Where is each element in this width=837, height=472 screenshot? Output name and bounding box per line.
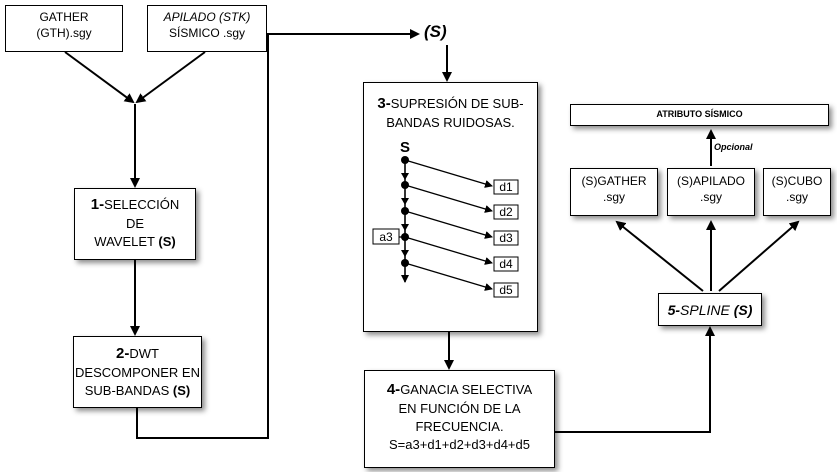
step1-box: 1-SELECCIÓN DE WAVELET (S) — [74, 188, 196, 260]
step1-line1: SELECCIÓN — [104, 197, 180, 212]
detail-box-d2: d2 — [493, 204, 519, 220]
tree-tick-2 — [401, 198, 409, 205]
stack-line2: SÍSMICO .sgy — [168, 25, 245, 40]
tree-tick-1 — [401, 173, 409, 180]
step4-box: 4-GANACIA SELECTIVA EN FUNCIÓN DE LA FRE… — [364, 370, 555, 468]
step5-suffix: (S) — [733, 302, 753, 318]
detail-label-d4: d4 — [499, 257, 513, 271]
detail-box-d5: d5 — [493, 282, 519, 298]
approx-label-a3: a3 — [379, 230, 393, 244]
step5-box: 5-SPLINE (S) — [658, 293, 762, 326]
step3-line2: BANDAS RUIDOSAS. — [386, 115, 515, 130]
step4-line1: GANACIA SELECTIVA — [400, 382, 533, 397]
arrow-step4-to-step5 — [555, 326, 715, 433]
output-apilado-line1: (S)APILADO — [676, 174, 745, 188]
step2-line3: SUB-BANDAS — [84, 383, 170, 399]
arrow-step2-to-signal — [136, 29, 420, 439]
output-cubo-line1: (S)CUBO — [771, 174, 823, 188]
detail-box-d1: d1 — [493, 179, 519, 195]
tree-branch-d5 — [404, 262, 493, 291]
step4-line2: EN FUNCIÓN DE LA — [398, 401, 521, 416]
detail-label-d1: d1 — [499, 180, 513, 194]
output-cubo-line2: .sgy — [785, 189, 808, 204]
detail-label-d3: d3 — [499, 231, 513, 245]
step3-line1: SUPRESIÓN DE SUB- — [390, 96, 524, 111]
output-cubo-box: (S)CUBO .sgy — [763, 168, 831, 216]
step3-number: 3- — [377, 95, 391, 112]
output-apilado-box: (S)APILADO .sgy — [667, 168, 755, 216]
arrow-gather-to-merge — [64, 51, 135, 104]
tree-signal-label: S — [400, 139, 410, 156]
optional-label: Opcional — [714, 142, 753, 152]
detail-box-d3: d3 — [493, 230, 519, 246]
detail-label-d2: d2 — [499, 205, 513, 219]
attribute-box: ATRIBUTO SÍSMICO — [570, 104, 829, 126]
tree-tick-3 — [401, 224, 409, 231]
step5-label: SPLINE — [680, 302, 730, 318]
step1-line3: WAVELET — [94, 233, 155, 249]
arrow-step5-to-gather — [615, 220, 704, 292]
arrow-step5-to-cubo — [718, 220, 800, 292]
output-gather-box: (S)GATHER .sgy — [570, 168, 658, 216]
stack-input-box: APILADO (STK) SÍSMICO .sgy — [147, 5, 267, 52]
stack-line1: APILADO (STK) — [163, 10, 251, 24]
step2-line2: DESCOMPONER EN — [75, 365, 200, 380]
tree-branch-d4 — [404, 236, 493, 265]
arrow-stack-to-merge — [135, 51, 206, 104]
detail-label-d5: d5 — [499, 283, 513, 297]
step4-formula: S=a3+d1+d2+d3+d4+d5 — [389, 437, 530, 453]
attribute-label: ATRIBUTO SÍSMICO — [656, 109, 743, 119]
output-gather-line2: .sgy — [602, 189, 625, 204]
approx-box-a3: a3 — [372, 228, 400, 245]
signal-label: (S) — [424, 22, 447, 41]
tree-branch-d3 — [404, 210, 493, 239]
step2-number: 2- — [116, 345, 130, 362]
step2-box: 2-DWT DESCOMPONER EN SUB-BANDAS (S) — [73, 336, 202, 408]
gather-input-box: GATHER (GTH).sgy — [5, 5, 123, 52]
step5-number: 5- — [667, 302, 681, 318]
gather-line1: GATHER — [39, 10, 89, 24]
tree-branch-d2 — [404, 184, 493, 213]
tree-tick-4 — [401, 250, 409, 257]
gather-line2: (GTH).sgy — [36, 25, 92, 40]
step1-suffix: (S) — [158, 233, 176, 249]
tree-branch-d1 — [404, 159, 493, 188]
step4-line3: FRECUENCIA. — [415, 419, 504, 435]
output-gather-line1: (S)GATHER — [581, 174, 647, 188]
step2-line1: DWT — [129, 346, 159, 361]
output-apilado-line2: .sgy — [699, 189, 722, 204]
detail-box-d4: d4 — [493, 256, 519, 272]
step1-number: 1- — [90, 196, 105, 213]
step1-line2: DE — [125, 216, 145, 232]
step2-suffix: (S) — [172, 383, 191, 399]
step4-number: 4- — [386, 381, 401, 398]
